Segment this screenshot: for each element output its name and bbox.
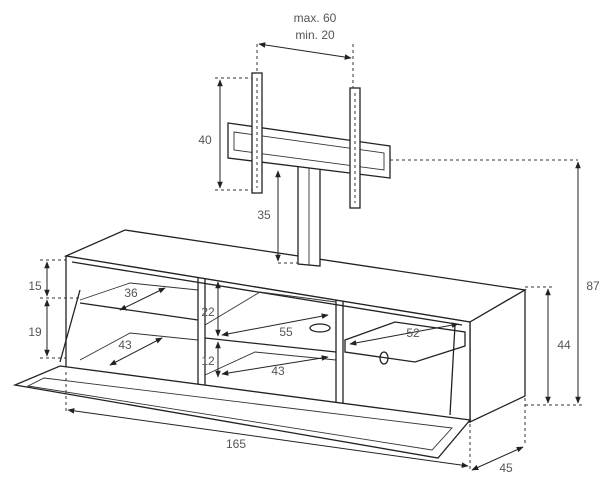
cabinet-height-label: 44: [557, 338, 571, 352]
left-lower-height-label: 19: [28, 325, 42, 339]
left-lower-depth-label: 43: [118, 338, 132, 352]
post-height-label: 35: [257, 208, 271, 222]
left-upper-height-label: 15: [28, 279, 42, 293]
min-width-label: min. 20: [295, 28, 335, 42]
left-upper-depth-label: 36: [124, 286, 138, 300]
center-lower-depth-label: 43: [271, 364, 285, 378]
dimensions: [40, 42, 585, 472]
shelf-left: [79, 302, 199, 321]
bracket-height-label: 40: [198, 133, 212, 147]
width-label: 165: [226, 437, 246, 451]
center-width-label: 55: [279, 325, 293, 339]
shelf-center: [204, 337, 337, 353]
center-upper-height-label: 22: [201, 305, 215, 319]
gas-strut-left: [59, 289, 81, 363]
max-width-label: max. 60: [294, 11, 337, 25]
depth-label: 45: [499, 461, 513, 475]
center-lower-height-label: 12: [201, 354, 215, 368]
right-shelf-width-label: 52: [406, 326, 420, 340]
total-height-label: 87: [586, 279, 600, 293]
tv-mount: [227, 72, 391, 267]
